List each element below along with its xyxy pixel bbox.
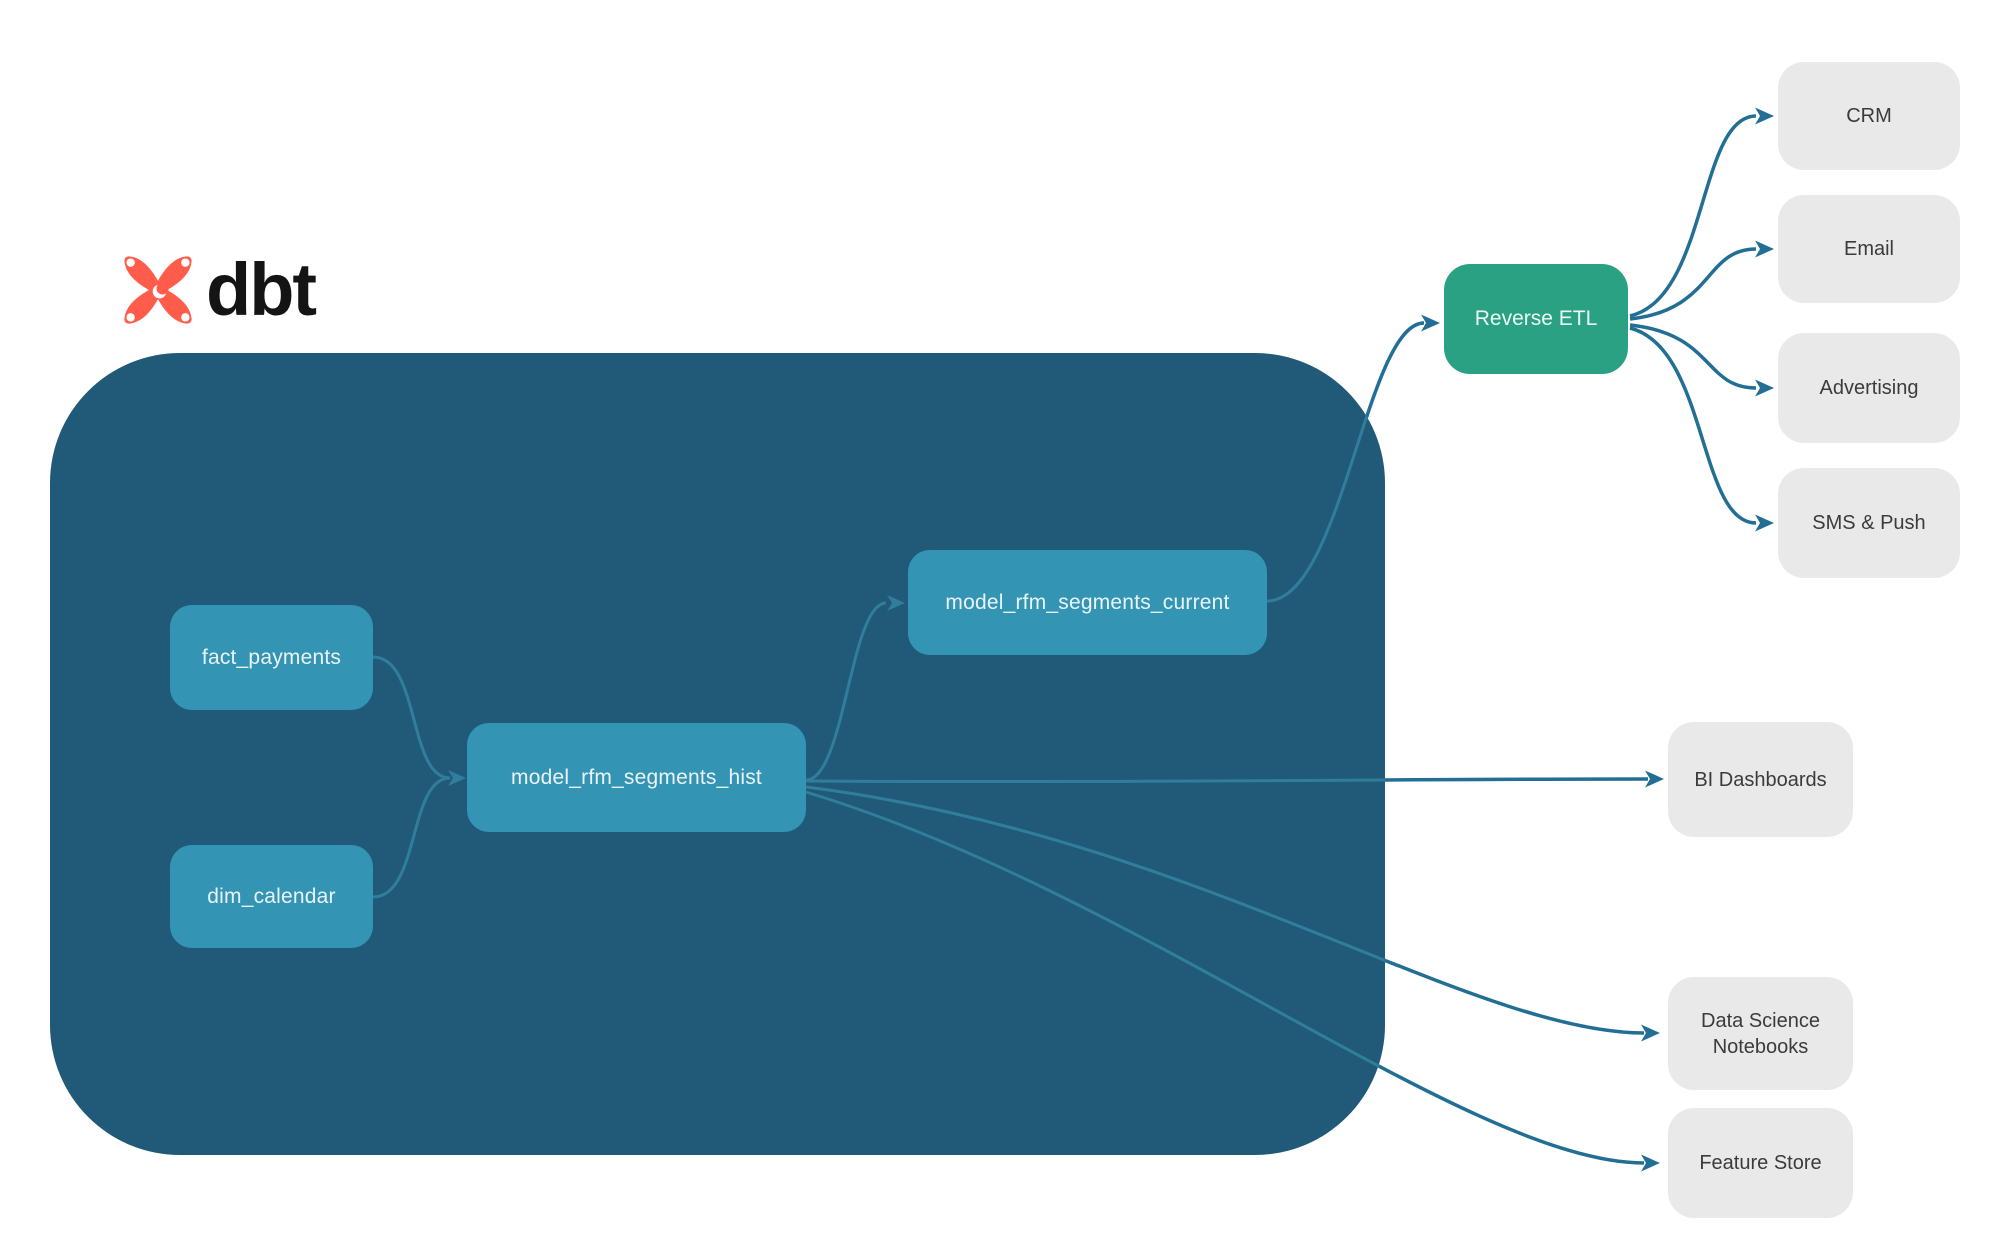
arrowhead-into-ds (1641, 1024, 1660, 1042)
node-model-rfm-segments-current: model_rfm_segments_current (908, 550, 1267, 655)
node-email: Email (1778, 195, 1960, 303)
arrowhead-into-advertising (1755, 379, 1774, 397)
arrowhead-into-bi (1645, 770, 1664, 788)
dbt-logo: dbt (120, 247, 317, 333)
arrowheads-inside (448, 595, 905, 786)
edge-current-to-etl (1266, 321, 1425, 603)
arrowhead-into-current (887, 595, 905, 611)
node-feature-store: Feature Store (1668, 1108, 1853, 1218)
node-dim-calendar: dim_calendar (170, 845, 373, 948)
edge-hist-to-ds (805, 785, 1645, 1035)
arrowhead-into-etl (1421, 314, 1440, 332)
node-sms-push: SMS & Push (1778, 468, 1960, 578)
arrowhead-into-fs (1641, 1154, 1660, 1172)
node-bi-dashboards: BI Dashboards (1668, 722, 1853, 837)
node-advertising: Advertising (1778, 333, 1960, 443)
arrowhead-into-crm (1755, 107, 1774, 125)
edge-hist-to-current (805, 601, 887, 782)
arrowhead-into-sms (1755, 514, 1774, 532)
arrowhead-into-email (1755, 240, 1774, 258)
edge-hist-to-fs (805, 790, 1645, 1165)
edge-dim-to-hist (372, 776, 451, 899)
node-data-science-notebooks: Data Science Notebooks (1668, 977, 1853, 1090)
node-model-rfm-segments-hist: model_rfm_segments_hist (467, 723, 806, 832)
node-crm: CRM (1778, 62, 1960, 170)
dbt-logo-wordmark: dbt (206, 247, 317, 331)
edge-hist-to-bi (805, 777, 1649, 784)
edge-etl-to-sms (1629, 326, 1757, 525)
dbt-star-icon (120, 252, 196, 333)
edge-etl-to-crm (1629, 114, 1757, 318)
edge-fact-to-hist (372, 655, 451, 780)
edges-outside (805, 114, 1757, 1165)
node-fact-payments: fact_payments (170, 605, 373, 710)
arrowhead-into-hist (448, 770, 466, 786)
edge-etl-to-advertising (1629, 323, 1757, 390)
node-reverse-etl: Reverse ETL (1444, 264, 1628, 374)
edge-etl-to-email (1629, 247, 1757, 321)
arrowheads-outside (1421, 107, 1774, 1172)
